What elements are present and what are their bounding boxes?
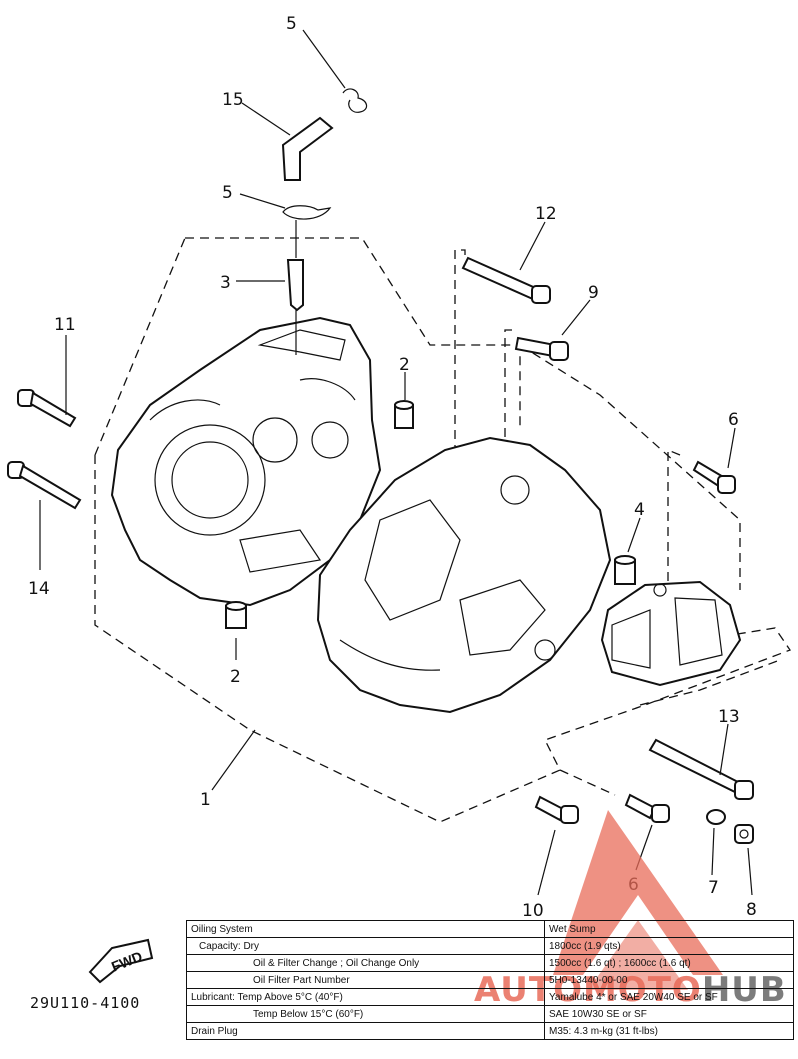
callout-8: 8 xyxy=(746,900,757,920)
dowel-pin-2-lower xyxy=(225,601,247,629)
bracket-12 xyxy=(454,249,466,535)
leader-lines xyxy=(39,29,753,896)
spec-value: Yamalube 4* or SAE 20W40 SE or SF xyxy=(544,988,794,1006)
breather-hose xyxy=(281,116,334,181)
bolt-13 xyxy=(648,738,754,800)
plug-8 xyxy=(734,824,754,844)
hose-clip-lower xyxy=(282,205,332,220)
spec-label: Drain Plug xyxy=(186,1022,545,1040)
spec-label: Oiling System xyxy=(186,920,545,938)
bolt-6-lower xyxy=(624,793,670,823)
bracket-6 xyxy=(667,449,681,585)
bolt-6-upper xyxy=(692,460,736,494)
callout-10: 10 xyxy=(522,901,544,921)
bolt-9 xyxy=(514,336,569,361)
spec-row: Temp Below 15°C (60°F)SAE 10W30 SE or SF xyxy=(186,1005,794,1023)
crankcase-left-half xyxy=(110,316,382,607)
spec-label: Oil & Filter Change ; Oil Change Only xyxy=(186,954,545,972)
callout-1: 1 xyxy=(200,790,211,810)
callout-15: 15 xyxy=(222,90,244,110)
callout-12: 12 xyxy=(535,204,557,224)
bolt-14 xyxy=(7,461,82,510)
callout-2-lower: 2 xyxy=(230,667,241,687)
bolt-10 xyxy=(534,795,579,824)
bracket-9 xyxy=(504,329,512,455)
callout-7: 7 xyxy=(708,878,719,898)
spec-value: SAE 10W30 SE or SF xyxy=(544,1005,794,1023)
crankcase-right-half xyxy=(316,436,612,714)
assembly-dashed-outline xyxy=(94,237,792,823)
spec-value: Wet Sump xyxy=(544,920,794,938)
spec-label: Lubricant: Temp Above 5°C (40°F) xyxy=(186,988,545,1006)
oil-pump-cover xyxy=(600,580,742,687)
fwd-direction-badge: FWD xyxy=(88,938,154,984)
assembly-dashed-outline-2 xyxy=(559,659,781,796)
callout-14: 14 xyxy=(28,579,50,599)
spec-label: Temp Below 15°C (60°F) xyxy=(186,1005,545,1023)
callout-6-upper: 6 xyxy=(728,410,739,430)
bolt-11 xyxy=(17,389,77,428)
diagram-part-code: 29U110-4100 xyxy=(30,994,141,1012)
washer-7 xyxy=(706,809,726,825)
hose-clip-upper xyxy=(342,88,368,113)
callout-9: 9 xyxy=(588,283,599,303)
callout-13: 13 xyxy=(718,707,740,727)
spec-value: 1800cc (1.9 qts) xyxy=(544,937,794,955)
callout-11: 11 xyxy=(54,315,76,335)
bolt-12 xyxy=(461,256,551,304)
callout-5-mid: 5 xyxy=(222,183,233,203)
dowel-pin-2-upper xyxy=(394,400,414,429)
spec-value: 5H0-13440-00-00 xyxy=(544,971,794,989)
callout-5-top: 5 xyxy=(286,14,297,34)
dowel-pin-4 xyxy=(614,555,636,585)
callout-4: 4 xyxy=(634,500,645,520)
callout-2-upper: 2 xyxy=(399,355,410,375)
spec-value: 1500cc (1.6 qt) ; 1600cc (1.6 qt) xyxy=(544,954,794,972)
spec-value: M35: 4.3 m-kg (31 ft-lbs) xyxy=(544,1022,794,1040)
breather-fitting xyxy=(286,259,304,312)
spec-label: Oil Filter Part Number xyxy=(186,971,545,989)
spec-row: Lubricant: Temp Above 5°C (40°F)Yamalube… xyxy=(186,988,794,1006)
callout-3: 3 xyxy=(220,273,231,293)
spec-label: Capacity: Dry xyxy=(186,937,545,955)
